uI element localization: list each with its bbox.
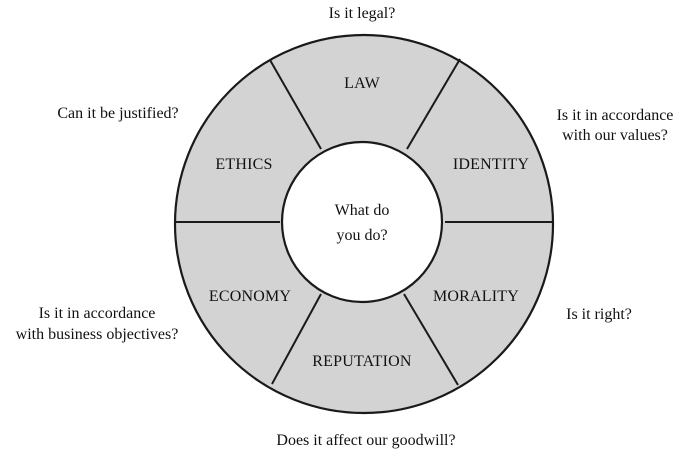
center-label-line2: you do? <box>336 227 387 244</box>
segment-label-economy: ECONOMY <box>209 288 292 305</box>
question-goodwill: Does it affect our goodwill? <box>276 432 455 449</box>
divider-law-identity <box>406 58 461 150</box>
segment-label-morality: MORALITY <box>433 288 519 305</box>
question-business-line1: Is it in accordance <box>39 305 156 322</box>
segment-label-identity: IDENTITY <box>453 156 529 173</box>
segment-label-ethics: ETHICS <box>215 156 272 173</box>
question-business-line2: with business objectives? <box>16 326 179 343</box>
question-justified: Can it be justified? <box>57 105 178 122</box>
segment-label-law: LAW <box>344 75 380 92</box>
center-label-line1: What do <box>335 202 390 219</box>
segment-label-reputation: REPUTATION <box>312 353 412 370</box>
divider-ethics-law <box>269 59 322 150</box>
question-legal: Is it legal? <box>329 5 396 22</box>
divider-reputation-economy <box>271 293 322 385</box>
divider-morality-reputation <box>403 293 459 386</box>
question-values-line2: with our values? <box>562 127 668 144</box>
question-right: Is it right? <box>566 306 632 323</box>
segment-dividers <box>175 58 553 386</box>
question-values-line1: Is it in accordance <box>557 107 674 124</box>
center-hub <box>280 140 444 304</box>
